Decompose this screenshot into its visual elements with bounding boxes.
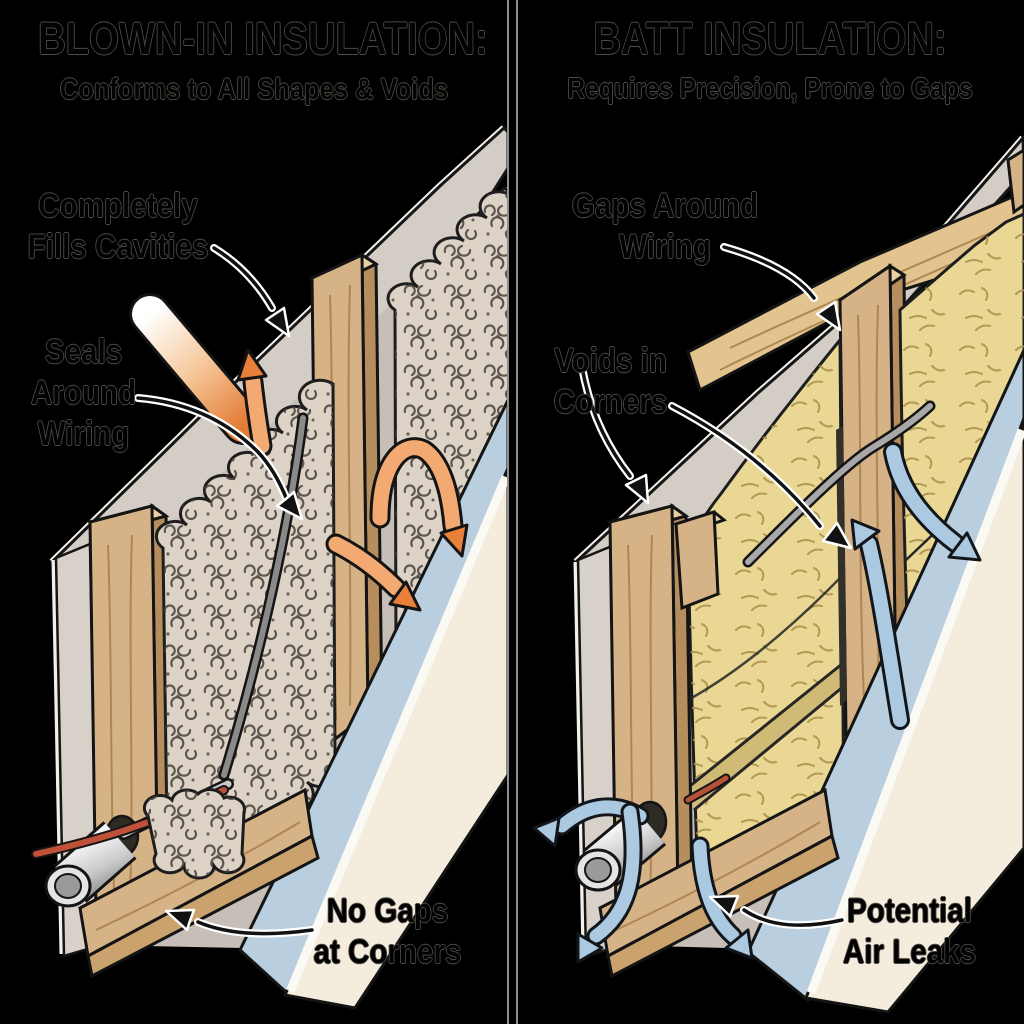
annotation-arrow-icon [164,908,316,938]
air-leak-arrow-icon [690,836,754,960]
annotation-arrow-icon [134,394,304,521]
drywall-panel [803,421,1024,1014]
blown-in-wall-illustration [31,125,507,1010]
panel-divider [507,0,518,1024]
batt-wall-illustration [532,134,1024,1014]
batt-gap [836,426,847,706]
label-seals-around-wiring: Seals Around Wiring [30,333,137,453]
left-panel-title: BLOWN-IN INSULATION: [38,13,488,64]
batt-seam [690,664,844,810]
fill-direction-arrow-icon [236,348,273,457]
label-gaps-around-wiring: Gaps Around Wiring [571,187,759,266]
fill-direction-arrow-icon [369,437,469,558]
right-panel-subtitle: Requires Precision, Prone to Gaps [567,73,973,105]
left-panel-subtitle: Conforms to All Shapes & Voids [59,73,449,106]
corner-block-stud [673,509,728,611]
annotation-arrow-icon [668,402,853,550]
blown-in-insulation-tuft [142,788,246,880]
annotation-arrow-icon [210,244,291,338]
electrical-wire [742,400,936,568]
insulation-blower-hose [129,293,264,445]
label-potential-air-leaks: Potential Air Leaks [842,892,977,971]
annotation-arrow-icon [708,894,846,930]
red-wire [683,773,731,805]
label-no-gaps-at-corners: No Gaps at Corners [313,892,462,971]
electrical-wire [218,412,309,781]
label-completely-fills-cavities: Completely Fills Cavities [27,187,209,266]
air-leak-arrow-icon [883,442,982,562]
label-voids-in-corners: Voids in Corners [553,342,668,421]
air-leak-arrow-icon [850,518,910,730]
blown-in-insulation [386,190,507,649]
annotation-arrow-icon [720,243,842,332]
drywall-panel [282,469,507,1010]
air-leak-arrow-icon [576,802,643,964]
right-panel-title: BATT INSULATION: [593,13,947,64]
pipe [44,821,137,908]
annotation-arrow-icon [579,368,650,505]
fill-direction-arrow-icon [325,533,422,612]
